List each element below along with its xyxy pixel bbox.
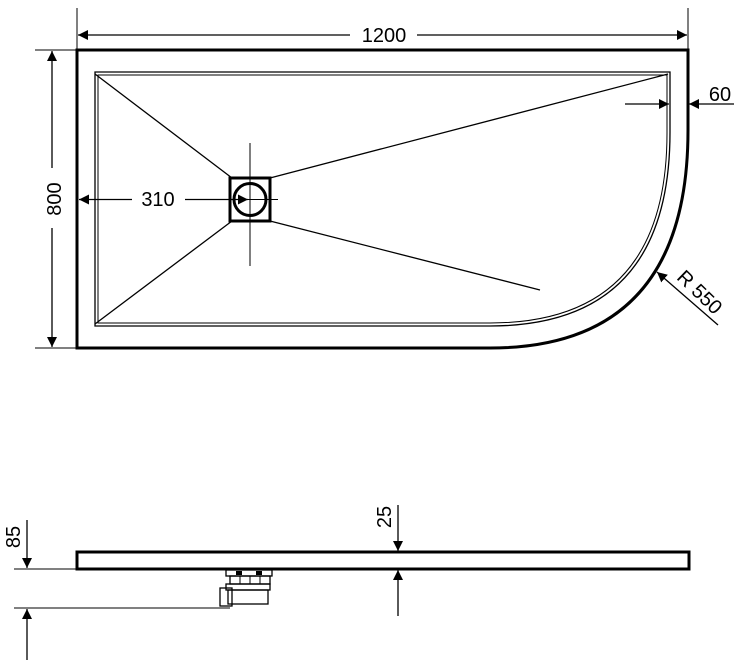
slope-line (94, 73, 233, 179)
waste-trap-icon (219, 569, 273, 607)
tray-outline (75, 48, 690, 350)
depth-dimension: 800 (35, 49, 77, 349)
width-dimension: 1200 (76, 8, 689, 50)
plan-view: 1200 800 310 60 R 550 (35, 8, 734, 350)
rim-label: 60 (709, 84, 731, 106)
slope-line (94, 220, 233, 325)
height-label: 85 (3, 526, 25, 548)
depth-label: 800 (44, 182, 66, 215)
radius-dimension: R 550 (656, 266, 726, 326)
thickness-label: 25 (374, 506, 396, 528)
tray-inner-rim (94, 71, 671, 327)
side-view: 25 85 (3, 505, 691, 660)
drain-offset-dimension: 310 (79, 189, 248, 211)
drain-offset-label: 310 (141, 189, 174, 211)
rim-dimension: 60 (625, 84, 734, 109)
slope-line (269, 220, 541, 291)
slope-line (269, 73, 669, 179)
thickness-dimension: 25 (374, 505, 403, 616)
tray-profile (75, 550, 691, 571)
tray-inner-rim-2 (97, 74, 668, 324)
width-label: 1200 (362, 25, 407, 47)
drain-icon (222, 143, 278, 266)
height-dimension: 85 (3, 520, 230, 660)
